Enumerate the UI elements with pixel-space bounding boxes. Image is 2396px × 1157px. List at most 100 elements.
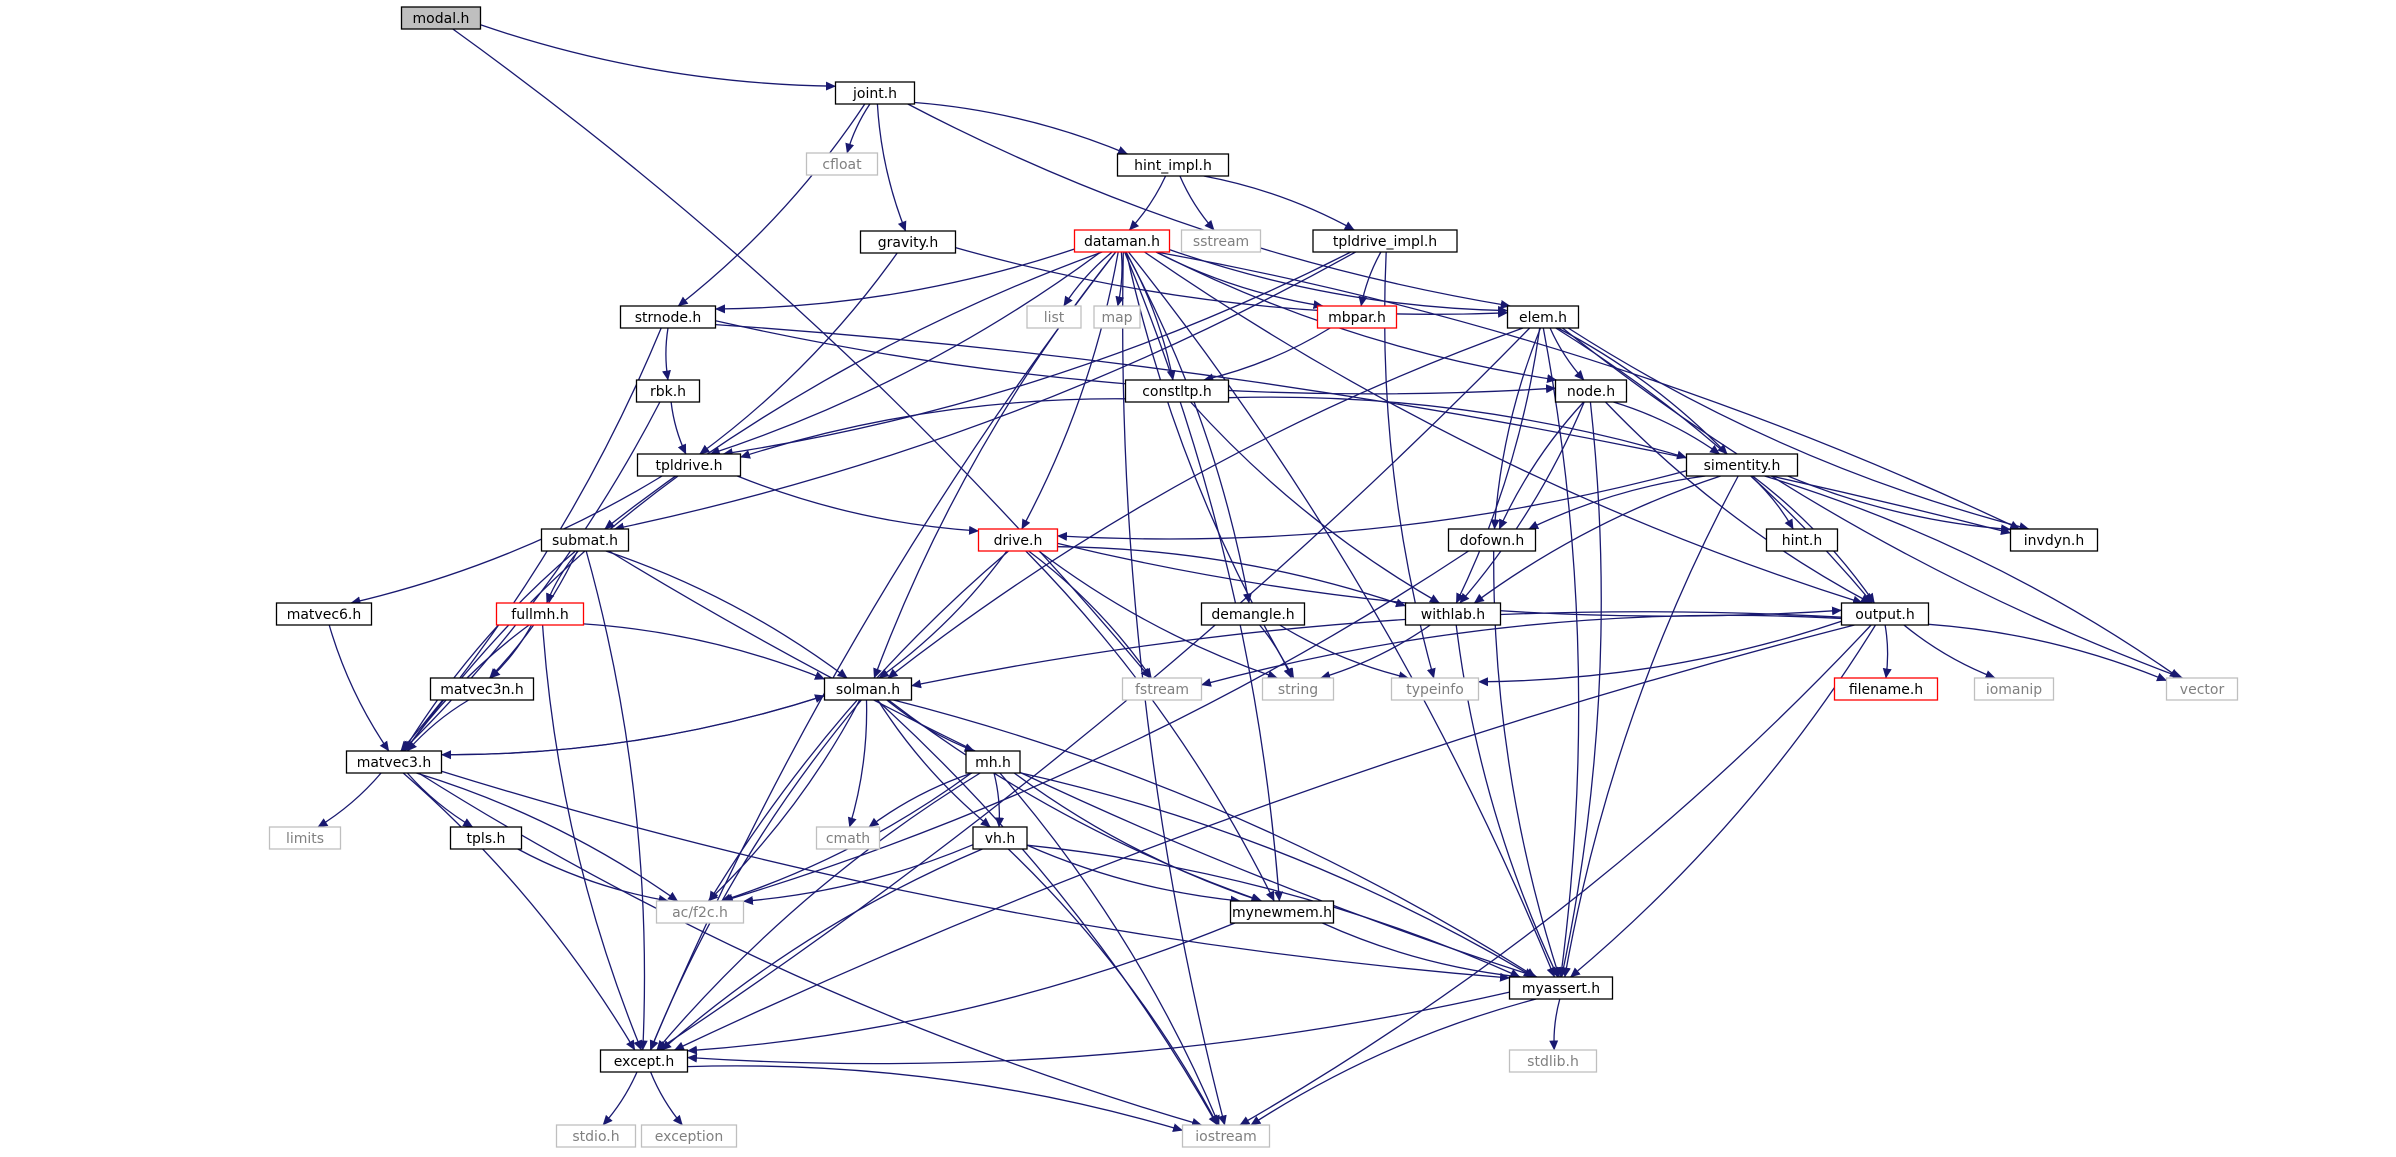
edge-except-h-to-exception (649, 1071, 683, 1126)
node-label: map (1101, 310, 1132, 326)
node-box (972, 826, 1028, 850)
node-joint-h[interactable]: joint.h (834, 81, 916, 105)
edge-layer (317, 24, 2183, 1133)
edge-drive-h-to-mynewmem-h (1025, 550, 1275, 902)
node-vh-h[interactable]: vh.h (972, 826, 1028, 850)
node-fullmh-h[interactable]: fullmh.h (495, 602, 585, 626)
edge-vh-h-to-except-h (661, 848, 983, 1051)
node-box (655, 900, 745, 924)
node-tpldrive-h[interactable]: tpldrive.h (636, 453, 742, 477)
edge-hint-impl-h-to-tpldrive-impl-h (1203, 175, 1355, 231)
node-constltp-h[interactable]: constltp.h (1124, 379, 1230, 403)
edge-output-h-to-iomanip (1903, 624, 1996, 679)
node-withlab-h[interactable]: withlab.h (1404, 602, 1502, 626)
edge-node-h-to-output-h (1605, 401, 1871, 604)
node-matvec6-h[interactable]: matvec6.h (275, 602, 373, 626)
edge-gravity-h-to-tpldrive-h (699, 252, 898, 455)
node-label: tpls.h (467, 831, 506, 847)
node-myassert-h[interactable]: myassert.h (1508, 976, 1614, 1000)
node-label: dataman.h (1084, 234, 1160, 250)
node-label: matvec3n.h (440, 682, 523, 698)
node-box (400, 6, 482, 30)
node-box (1180, 229, 1262, 253)
node-box (823, 677, 913, 701)
node-box (540, 528, 630, 552)
edge-solman-h-to-cmath (847, 699, 868, 828)
node-hint-impl-h[interactable]: hint_impl.h (1116, 153, 1230, 177)
node-gravity-h[interactable]: gravity.h (859, 230, 957, 254)
node-demangle-h[interactable]: demangle.h (1200, 602, 1306, 626)
node-node-h[interactable]: node.h (1554, 379, 1628, 403)
node-elem-h[interactable]: elem.h (1506, 305, 1580, 329)
node-label: hint_impl.h (1134, 158, 1212, 174)
node-tpldrive-impl-h[interactable]: tpldrive_impl.h (1312, 229, 1458, 253)
node-box (1447, 528, 1537, 552)
node-tpls-h[interactable]: tpls.h (449, 826, 523, 850)
node-dataman-h[interactable]: dataman.h (1073, 229, 1171, 253)
edge-elem-h-to-vector (1562, 327, 2183, 679)
node-box (1181, 1124, 1271, 1148)
node-solman-h[interactable]: solman.h (823, 677, 913, 701)
node-box (1261, 677, 1335, 701)
edge-simentity-h-to-withlab-h (1473, 475, 1721, 604)
edge-mh-h-to-myassert-h (1019, 772, 1534, 978)
edge-dataman-h-to-mynewmem-h (1123, 251, 1284, 902)
edge-dataman-h-to-mbpar-h (1155, 251, 1324, 309)
edge-rbk-h-to-tpldrive-h (670, 401, 687, 455)
edge-solman-h-to-myassert-h (893, 699, 1536, 978)
edge-constltp-h-to-simentity-h (1228, 396, 1687, 460)
node-output-h[interactable]: output.h (1840, 602, 1930, 626)
edge-simentity-h-to-dofown-h (1528, 475, 1706, 530)
edge-dataman-h-to-strnode-h (715, 248, 1075, 314)
node-box (1312, 229, 1458, 253)
node-limits: limits (268, 826, 342, 850)
node-dofown-h[interactable]: dofown.h (1447, 528, 1537, 552)
edge-elem-h-to-invdyn-h (1567, 327, 2030, 531)
node-label: hint.h (1782, 533, 1822, 549)
node-mbpar-h[interactable]: mbpar.h (1316, 305, 1398, 329)
node-hint-h[interactable]: hint.h (1765, 528, 1839, 552)
node-mynewmem-h[interactable]: mynewmem.h (1229, 900, 1335, 924)
edge-dataman-h-to-node-h (1156, 251, 1558, 384)
node-modal-h[interactable]: modal.h (400, 6, 482, 30)
node-box (1973, 677, 2055, 701)
edge-output-h-to-filename-h (1882, 624, 1892, 679)
node-submat-h[interactable]: submat.h (540, 528, 630, 552)
node-map: map (1093, 305, 1141, 329)
node-box (275, 602, 373, 626)
edge-withlab-h-to-myassert-h (1455, 624, 1559, 978)
edge-drive-h-to-ac-f2c-h (708, 550, 1010, 902)
edge-vh-h-to-iostream (1007, 848, 1219, 1126)
node-label: string (1278, 682, 1318, 698)
node-label: submat.h (552, 533, 618, 549)
edge-dataman-h-to-invdyn-h (1156, 251, 2021, 530)
node-filename-h[interactable]: filename.h (1833, 677, 1939, 701)
edge-vh-h-to-ac-f2c-h (743, 844, 974, 905)
edge-output-h-to-fstream (1201, 614, 1842, 687)
edge-constltp-h-to-tpldrive-h (740, 398, 1126, 459)
edge-submat-h-to-myassert-h (608, 550, 1538, 979)
node-label: withlab.h (1421, 607, 1485, 623)
node-drive-h[interactable]: drive.h (977, 528, 1059, 552)
node-matvec3n-h[interactable]: matvec3n.h (429, 677, 535, 701)
edge-hint-impl-h-to-dataman-h (1128, 175, 1167, 231)
edge-solman-h-to-iostream (876, 699, 1218, 1126)
node-simentity-h[interactable]: simentity.h (1685, 453, 1799, 477)
node-invdyn-h[interactable]: invdyn.h (2009, 528, 2099, 552)
edge-drive-h-to-string (1038, 550, 1278, 680)
node-matvec3-h[interactable]: matvec3.h (345, 750, 443, 774)
node-rbk-h[interactable]: rbk.h (635, 379, 701, 403)
edge-vh-h-to-mynewmem-h (1026, 844, 1241, 905)
edge-rbk-h-to-matvec3-h (401, 401, 661, 752)
edge-simentity-h-to-myassert-h (1562, 475, 1739, 978)
node-strnode-h[interactable]: strnode.h (619, 305, 717, 329)
node-except-h[interactable]: except.h (599, 1049, 689, 1073)
edge-matvec3n-h-to-matvec3-h (406, 699, 470, 752)
edge-solman-h-to-matvec3-h (441, 695, 825, 760)
node-mh-h[interactable]: mh.h (965, 750, 1021, 774)
edge-tpldrive-impl-h-to-tpldrive-h (722, 251, 1352, 458)
node-label: output.h (1855, 607, 1915, 623)
node-label: node.h (1567, 384, 1615, 400)
edge-matvec6-h-to-matvec3-h (328, 624, 390, 752)
edge-mh-h-to-except-h (656, 772, 981, 1051)
